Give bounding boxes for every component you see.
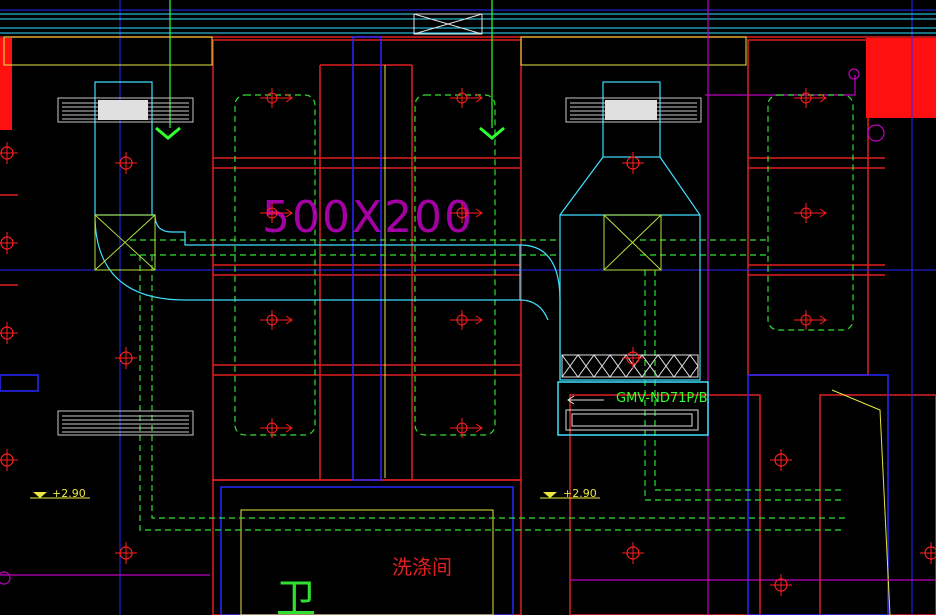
diffuser-icon bbox=[260, 203, 293, 223]
level-mark-right: +2.90 bbox=[540, 487, 600, 500]
blue-wall-bottom bbox=[220, 486, 514, 615]
blue-column-center bbox=[352, 36, 382, 481]
riser-right-arrow bbox=[479, 126, 505, 140]
light-fixture-icon bbox=[115, 542, 137, 564]
ceiling-fixtures bbox=[0, 142, 936, 596]
diffuser-icon bbox=[794, 88, 827, 108]
green-dashed-pipes bbox=[130, 94, 854, 531]
light-fixture-icon bbox=[0, 142, 18, 164]
room-label: 洗涤间 bbox=[392, 555, 452, 579]
filter-grid bbox=[561, 354, 699, 378]
dashed-return-4 bbox=[654, 270, 845, 491]
light-fixture-icon bbox=[622, 542, 644, 564]
wall-bottom-room bbox=[212, 479, 522, 615]
unit-outlet-inner bbox=[571, 413, 693, 427]
diffuser-icon bbox=[260, 88, 293, 108]
grille-left-fill bbox=[98, 100, 148, 120]
duct-curve-inner bbox=[519, 299, 549, 321]
level-triangle-icon bbox=[33, 492, 47, 498]
grille-bottom-left bbox=[57, 410, 194, 436]
filter-zigzag-2 bbox=[561, 354, 699, 378]
light-fixture-icon bbox=[770, 449, 792, 471]
diffuser-icon bbox=[794, 203, 827, 223]
top-damper bbox=[413, 13, 483, 35]
light-fixture-icon bbox=[0, 232, 18, 254]
dashed-return-3 bbox=[644, 270, 845, 501]
diffuser-icon bbox=[450, 310, 483, 330]
light-fixture-icon bbox=[920, 542, 936, 564]
fitting-right-x2 bbox=[603, 214, 662, 271]
dashed-return-1 bbox=[139, 255, 845, 531]
wall-bottom-right-room bbox=[569, 394, 761, 615]
diffuser-fixtures bbox=[260, 88, 827, 438]
magenta-node bbox=[848, 68, 860, 80]
level-triangle-icon bbox=[543, 492, 557, 498]
unit-model-label: GMV-ND71P/B bbox=[616, 391, 708, 406]
fitting-right bbox=[603, 214, 662, 271]
level-mark-text: +2.90 bbox=[52, 487, 86, 500]
unit-outlet bbox=[565, 409, 699, 431]
column-left bbox=[0, 38, 12, 130]
magenta-ring bbox=[867, 124, 885, 142]
duct-fittings bbox=[94, 214, 662, 271]
damper-box bbox=[413, 13, 483, 35]
diffuser-icon bbox=[260, 418, 293, 438]
wall-lower-right bbox=[819, 394, 936, 615]
diffuser-icon bbox=[450, 203, 483, 223]
fitting-left bbox=[94, 214, 156, 271]
diffuser-icon bbox=[450, 418, 483, 438]
light-fixture-icon bbox=[0, 449, 18, 471]
diffuser-icon bbox=[450, 88, 483, 108]
unit-casing[interactable] bbox=[557, 381, 709, 436]
diffuser-icon bbox=[794, 310, 827, 330]
column-right bbox=[866, 38, 936, 118]
yellow-slope bbox=[831, 389, 891, 615]
grille-right-fill bbox=[605, 100, 657, 120]
light-fixture-icon bbox=[115, 152, 137, 174]
green-risers bbox=[155, 0, 505, 140]
light-fixture-icon bbox=[770, 574, 792, 596]
level-mark-left: +2.90 bbox=[30, 487, 90, 500]
light-fixture-icon bbox=[622, 152, 644, 174]
columns bbox=[0, 38, 936, 130]
dashed-loop-1 bbox=[234, 94, 316, 436]
magenta-ring-left bbox=[0, 571, 11, 585]
indoor-unit[interactable]: GMV-ND71P/B bbox=[557, 381, 709, 436]
light-fixture-icon bbox=[115, 347, 137, 369]
light-fixture-icon bbox=[622, 347, 644, 369]
air-grilles bbox=[57, 97, 702, 436]
yellow-panel-left bbox=[3, 36, 213, 66]
duct-curve-right bbox=[519, 244, 561, 380]
fitting-left-x2 bbox=[94, 214, 156, 271]
light-fixture-icon bbox=[0, 322, 18, 344]
yellow-outlines bbox=[3, 36, 891, 615]
yellow-panel-mid bbox=[520, 36, 747, 66]
level-mark-text: +2.90 bbox=[563, 487, 597, 500]
wall-room-central bbox=[212, 39, 522, 481]
unit-arrow-head bbox=[567, 395, 575, 405]
partial-room-glyph: 卫 bbox=[276, 576, 316, 615]
blue-wall-right bbox=[747, 374, 889, 615]
damper-x2 bbox=[413, 13, 483, 35]
riser-left-arrow bbox=[155, 126, 181, 140]
dashed-return-2 bbox=[151, 255, 845, 519]
blue-wall-left bbox=[0, 374, 39, 392]
duct-transition bbox=[559, 156, 701, 381]
magenta-pipe bbox=[705, 75, 856, 96]
dashed-loop-2 bbox=[414, 94, 496, 436]
diffuser-icon bbox=[260, 310, 293, 330]
yellow-room-bottom bbox=[240, 509, 494, 615]
duct-size-label: 500X200 bbox=[262, 192, 474, 243]
